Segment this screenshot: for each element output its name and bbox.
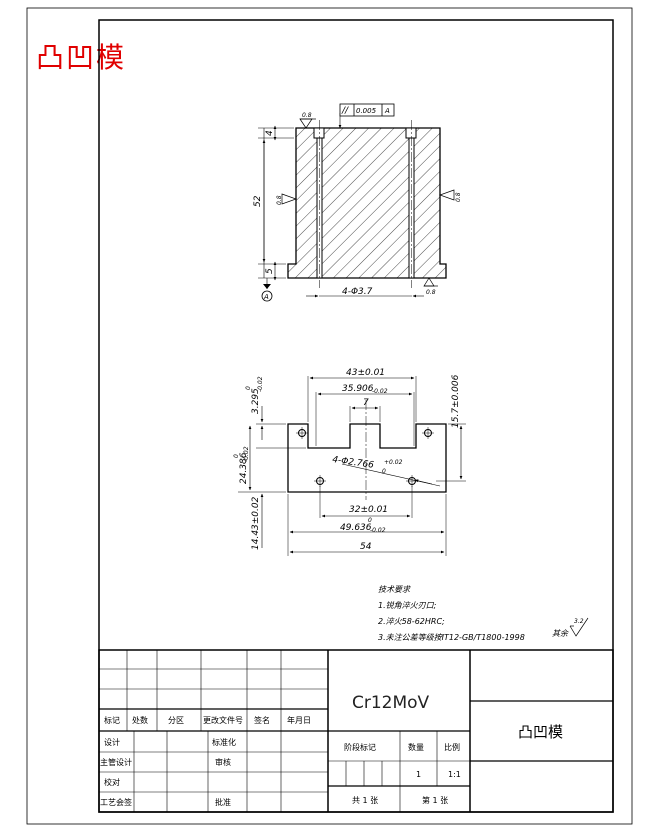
front-view: 4 52 5 A 4-Φ3.7 // 0.005 A 0.8 0.8 0.8 0… <box>253 103 462 302</box>
dim-24386-up: 0 <box>233 454 240 458</box>
body-section <box>287 127 447 279</box>
notes-heading: 技术要求 <box>378 585 411 594</box>
dim-54: 54 <box>360 542 372 552</box>
top-view: 43±0.01 35.906 -0.02 7 3.295 -0.02 0 24.… <box>233 368 466 556</box>
surface-other-value: 3.2 <box>574 618 584 625</box>
title-block <box>98 649 614 813</box>
roughness-top-value: 0.8 <box>302 112 312 119</box>
datum-a-label: A <box>263 293 269 301</box>
header-mark: 标记 <box>104 715 120 725</box>
note-2: 2.淬火58-62HRC; <box>378 617 445 626</box>
dim-35906: 35.906 <box>342 384 374 394</box>
red-part-title: 凸凹模 <box>36 41 127 74</box>
header-count: 处数 <box>132 715 148 725</box>
note-3: 3.未注公差等级按IT12-GB/T1800-1998 <box>378 633 525 642</box>
scale-label: 比例 <box>444 742 460 752</box>
quantity-label: 数量 <box>408 742 424 752</box>
dim-7: 7 <box>363 398 369 408</box>
part-name: 凸凹模 <box>518 723 563 741</box>
holes-top-label: 4-Φ2.766 <box>332 455 375 471</box>
dim-24386: 24.386 <box>239 452 249 484</box>
gdt-datum: A <box>384 107 390 115</box>
roughness-bottom <box>423 277 435 287</box>
role-review: 审核 <box>215 757 231 767</box>
roughness-left <box>281 193 298 205</box>
gdt-symbol: // <box>341 106 349 116</box>
header-change-doc: 更改文件号 <box>203 715 243 725</box>
dim-3295-tol: -0.02 <box>257 376 264 392</box>
roughness-left-value: 0.8 <box>276 195 283 205</box>
dim-157: 15.7±0.006 <box>451 374 461 428</box>
dim-43: 43±0.01 <box>346 368 385 378</box>
gdt-tolerance: 0.005 <box>356 107 377 115</box>
dim-49636-tol: -0.02 <box>370 527 386 534</box>
dim-5: 5 <box>265 268 275 274</box>
holes-top-tol: +0.02 <box>384 459 403 466</box>
dim-3295: 3.295 <box>251 388 261 414</box>
technical-notes: 技术要求 1.锐角淬火刃口; 2.淬火58-62HRC; 3.未注公差等级按IT… <box>378 585 589 642</box>
dim-52: 52 <box>253 195 263 207</box>
quantity-value: 1 <box>416 770 421 779</box>
role-standard: 标准化 <box>212 737 236 747</box>
material: Cr12MoV <box>352 693 430 713</box>
dim-4: 4 <box>265 130 275 136</box>
header-signature: 签名 <box>254 715 270 725</box>
role-process: 工艺会签 <box>100 797 132 807</box>
roughness-top <box>299 118 313 129</box>
surface-other-label: 其余 <box>552 629 569 638</box>
dim-49636: 49.636 <box>340 523 372 533</box>
dim-1443: 14.43±0.02 <box>251 496 261 550</box>
title-block-text: 标记 处数 分区 更改文件号 签名 年月日 设计 主管设计 校对 工艺会签 标准… <box>100 693 563 807</box>
dim-3295-up: 0 <box>245 386 252 390</box>
role-design: 设计 <box>104 737 120 747</box>
stage-label: 阶段标记 <box>344 742 376 752</box>
dim-32: 32±0.01 <box>349 505 388 515</box>
sheets-total: 共 1 张 <box>352 796 378 805</box>
gdt-frame <box>339 103 395 117</box>
holes-front-label: 4-Φ3.7 <box>342 287 373 297</box>
roughness-right-value: 0.8 <box>455 192 462 202</box>
roughness-right <box>438 189 455 201</box>
plan-outline <box>287 423 447 493</box>
datum-a-circle <box>261 290 273 302</box>
role-approve: 批准 <box>215 797 231 807</box>
roughness-bottom-value: 0.8 <box>426 289 436 296</box>
role-check: 校对 <box>104 777 120 787</box>
outer-border <box>26 7 633 825</box>
dim-35906-tol: -0.02 <box>372 388 388 395</box>
header-date: 年月日 <box>287 715 311 725</box>
holes-top-up: 0 <box>382 468 386 475</box>
surface-other-symbol <box>569 617 589 637</box>
scale-value: 1:1 <box>448 770 461 779</box>
dim-24386-tol: -0.02 <box>243 446 250 462</box>
sheet-number: 第 1 张 <box>422 795 448 805</box>
dim-49636-up: 0 <box>368 517 372 524</box>
role-chief-design: 主管设计 <box>100 757 132 767</box>
header-zone: 分区 <box>168 716 184 725</box>
note-1: 1.锐角淬火刃口; <box>378 601 437 610</box>
